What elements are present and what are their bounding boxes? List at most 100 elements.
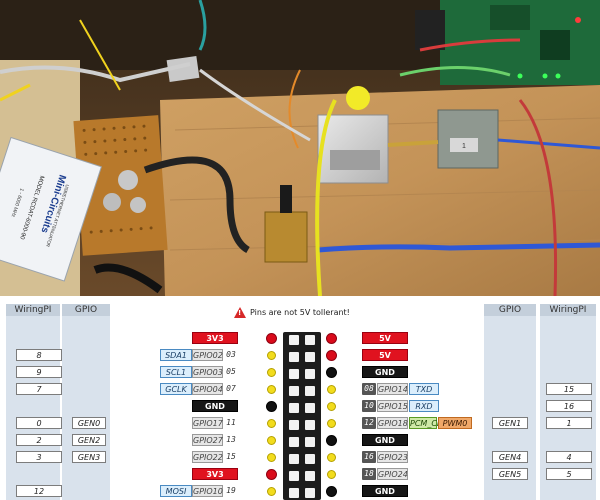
header-pin [289, 386, 299, 396]
right-gpio-header: GPIO [484, 304, 536, 316]
right-gpio-name: GPIO24 [377, 468, 408, 480]
header-pin [289, 369, 299, 379]
header-pin [305, 369, 315, 379]
left-pin-number: 19 [226, 486, 236, 495]
right-gpio-name: GPIO14 [377, 383, 408, 395]
module-marking: 1 [462, 143, 466, 150]
left-gen-label: GEN3 [72, 451, 106, 463]
right-pin-number: 08 [362, 383, 376, 395]
right-gpio-name: GPIO18 [377, 417, 408, 429]
right-wiringpi-number: 16 [546, 400, 592, 412]
gpio-pinout-diagram: WiringPI GPIO GPIO WiringPI ! Pins are n… [0, 296, 600, 500]
black-coax-cable [143, 156, 250, 254]
header-pin [289, 471, 299, 481]
power-pin-dot [326, 333, 337, 344]
right-wiringpi-number: 4 [546, 451, 592, 463]
header-pin [305, 352, 315, 362]
left-wiringpi-number: 12 [16, 485, 62, 497]
yellow-cable [315, 99, 337, 296]
warning-note: ! Pins are not 5V tollerant! [234, 305, 350, 319]
header-pin [305, 335, 315, 345]
right-wiringpi-number: 15 [546, 383, 592, 395]
header-pin [305, 437, 315, 447]
left-gpio-name: GPIO02 [192, 349, 223, 361]
left-wiringpi-number: 3 [16, 451, 62, 463]
gpio-pin-dot [267, 385, 276, 394]
left-pin-number: 03 [226, 350, 236, 359]
left-pin-number: 05 [226, 367, 236, 376]
gpio-pin-dot [267, 436, 276, 445]
warning-icon: ! [234, 306, 246, 318]
splitter-module [166, 56, 200, 82]
left-pin-number: 15 [226, 452, 236, 461]
left-function-label: MOSI [160, 485, 192, 497]
right-function-label: TXD [409, 383, 439, 395]
right-function-label: RXD [409, 400, 439, 412]
right-wiringpi-number: 1 [546, 417, 592, 429]
gpio-pin-dot [267, 487, 276, 496]
left-gpio-header: GPIO [62, 304, 110, 316]
perf-board [73, 115, 168, 256]
left-gen-label: GEN2 [72, 434, 106, 446]
gnd-pin-dot [326, 435, 337, 446]
header-pin [289, 420, 299, 430]
header-pin [305, 386, 315, 396]
left-function-label: GCLK [160, 383, 192, 395]
amplifier-housing [317, 114, 389, 184]
power-pin-dot [326, 350, 337, 361]
left-wiringpi-number: 8 [16, 349, 62, 361]
left-gpio-name: GPIO03 [192, 366, 223, 378]
right-gpio-name: GPIO23 [377, 451, 408, 463]
gpio-pin-dot [267, 368, 276, 377]
left-wiringpi-number: 9 [16, 366, 62, 378]
header-pin [305, 420, 315, 430]
right-gnd-label: GND [362, 434, 408, 446]
left-function-label: SCL1 [160, 366, 192, 378]
right-pin-number: 16 [362, 451, 376, 463]
left-gpio-name: GPIO04 [192, 383, 223, 395]
gpio-pin-dot [327, 470, 336, 479]
gpio-pin-dot [327, 402, 336, 411]
gnd-pin-dot [326, 367, 337, 378]
header-pin [289, 488, 299, 498]
header-pin [305, 488, 315, 498]
left-function-label: SDA1 [160, 349, 192, 361]
right-power-label: 5V [362, 332, 408, 344]
left-gpio-name: GPIO22 [192, 451, 223, 463]
left-wiringpi-number: 2 [16, 434, 62, 446]
right-gpio-column [484, 304, 536, 500]
warning-text: Pins are not 5V tollerant! [250, 307, 350, 317]
gpio-pin-dot [267, 351, 276, 360]
right-power-label: 5V [362, 349, 408, 361]
header-pin [289, 335, 299, 345]
gpio-pin-dot [267, 453, 276, 462]
left-wiringpi-number: 0 [16, 417, 62, 429]
left-power-label: 3V3 [192, 332, 238, 344]
left-wiringpi-number: 7 [16, 383, 62, 395]
header-pin [289, 454, 299, 464]
header-pin [305, 471, 315, 481]
right-gen-label: GEN1 [492, 417, 528, 429]
gpio-pin-dot [327, 419, 336, 428]
rf-pcb-module [264, 211, 308, 263]
left-gpio-name: GPIO10 [192, 485, 223, 497]
left-wiringpi-column [6, 304, 60, 500]
left-gen-label: GEN0 [72, 417, 106, 429]
filter-module: 1 [437, 109, 499, 169]
header-pin [289, 437, 299, 447]
gpio-pin-dot [327, 385, 336, 394]
left-gpio-name: GPIO17 [192, 417, 223, 429]
gnd-pin-dot [266, 401, 277, 412]
right-wiringpi-number: 5 [546, 468, 592, 480]
right-gnd-label: GND [362, 366, 408, 378]
power-pin-dot [266, 469, 277, 480]
right-pwm-label: PWM0 [438, 417, 472, 429]
left-power-label: 3V3 [192, 468, 238, 480]
right-pin-number: 18 [362, 468, 376, 480]
usb-attenuator-box: Mini-Circuits MODEL RCDAT-6000-90 USB/ET… [0, 136, 102, 282]
left-gpio-name: GPIO27 [192, 434, 223, 446]
right-function-label: PCM_CLK [409, 417, 447, 429]
power-pin-dot [266, 333, 277, 344]
header-pin [289, 403, 299, 413]
right-gen-label: GEN5 [492, 468, 528, 480]
